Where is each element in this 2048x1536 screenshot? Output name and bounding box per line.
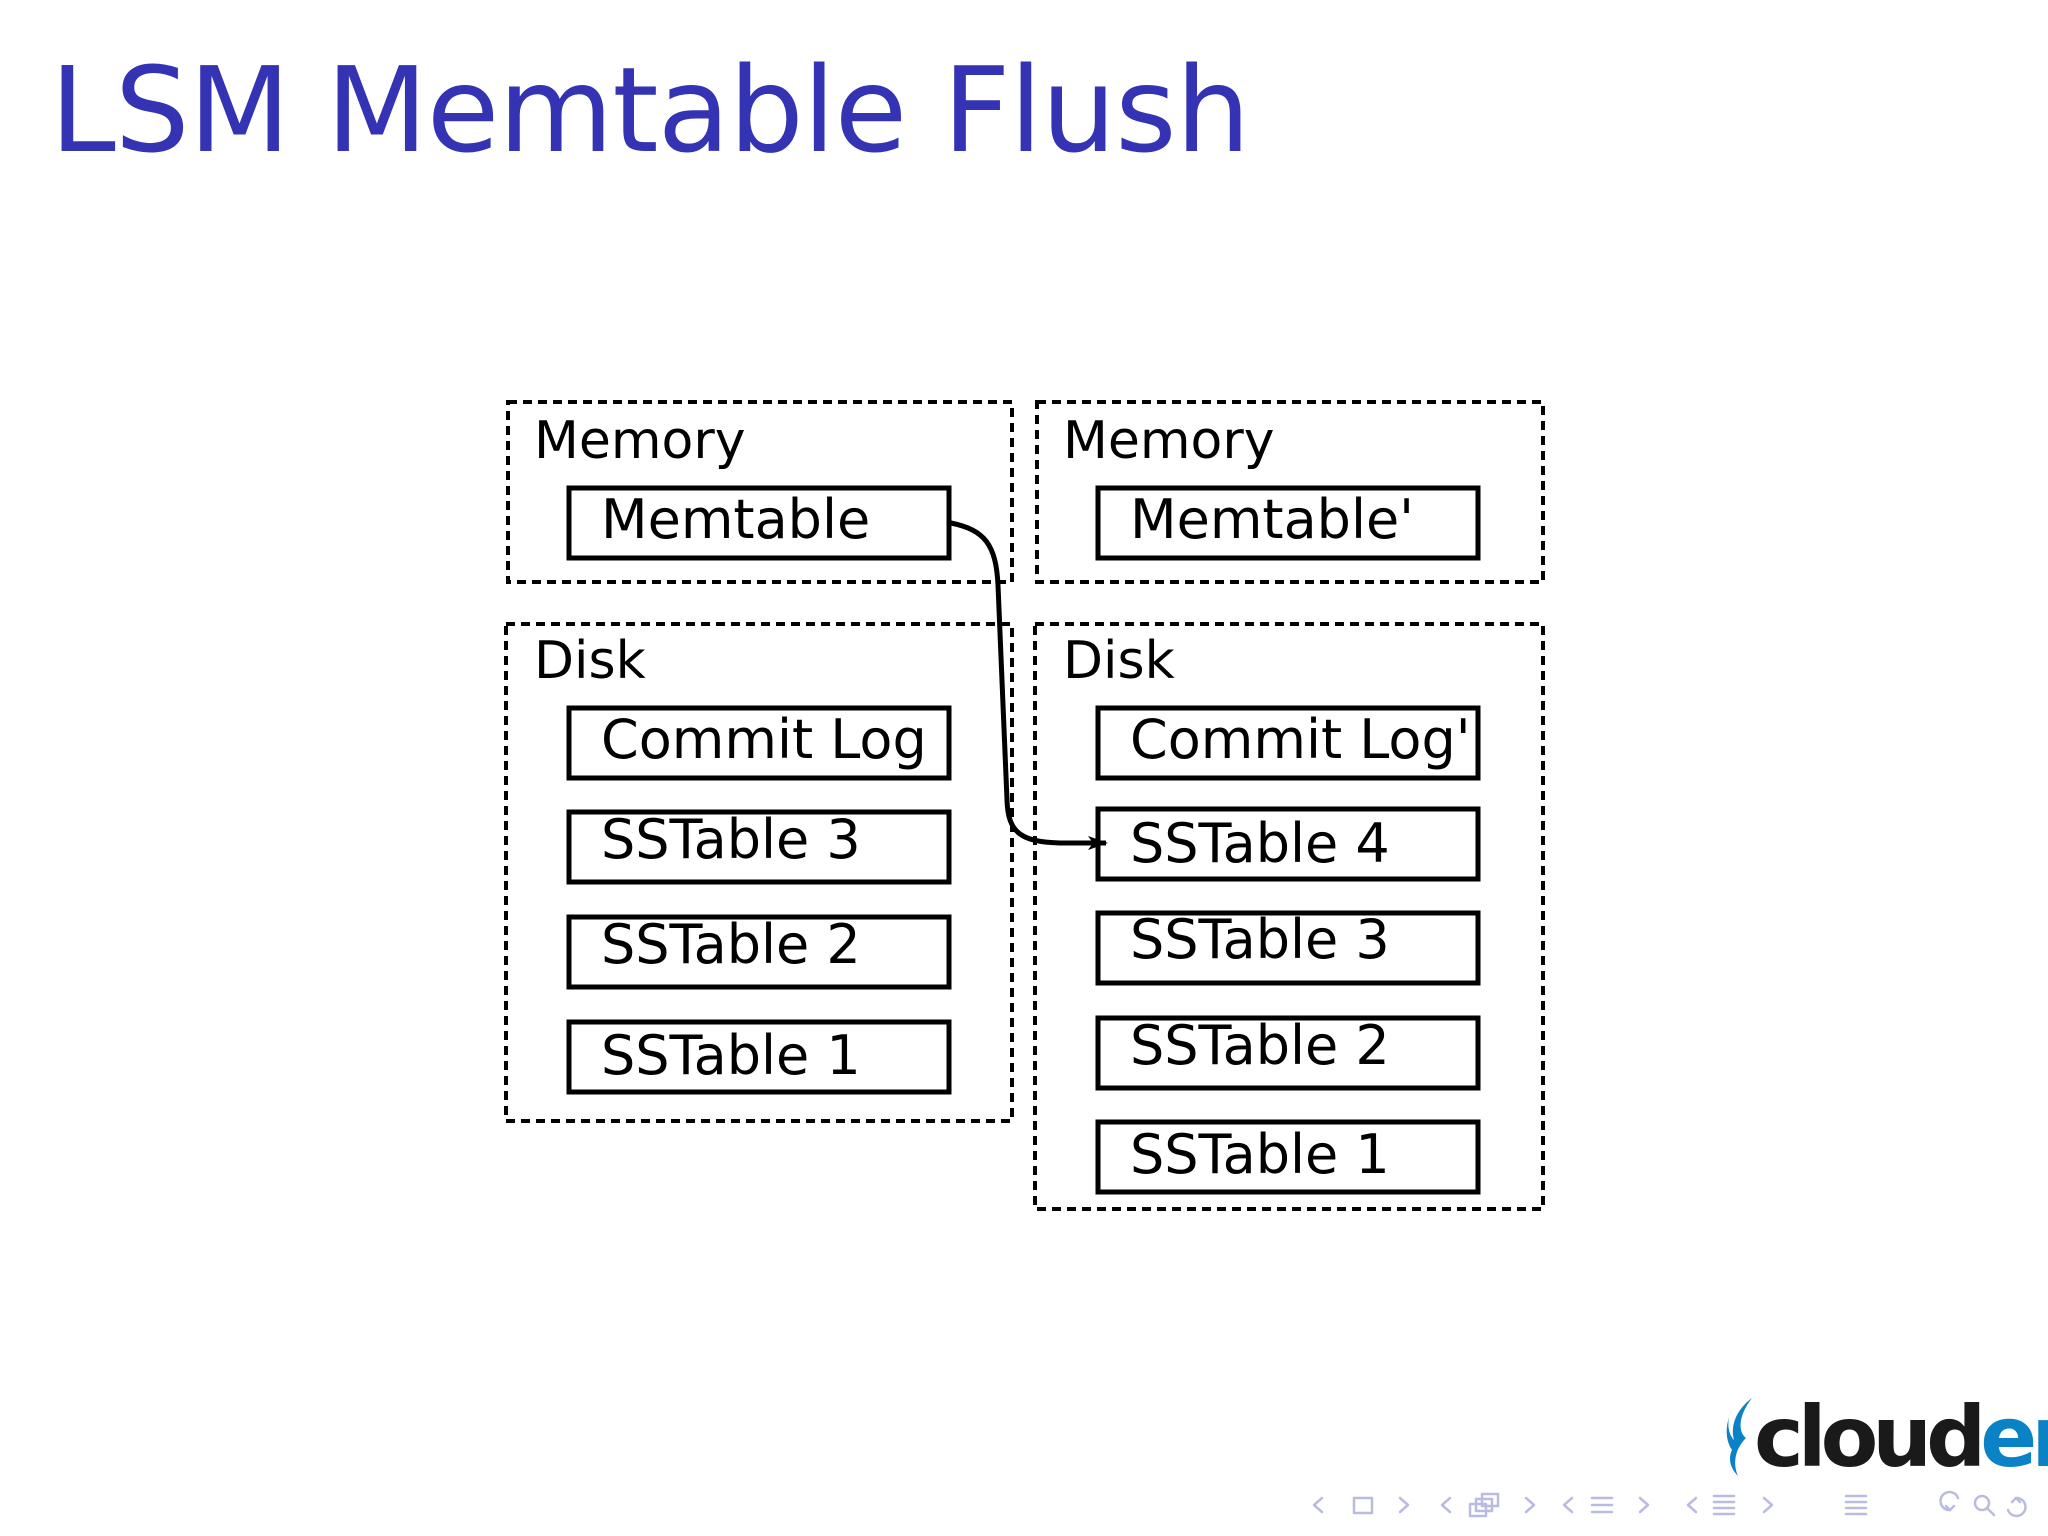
before-sstable-1-box: SSTable 1 — [566, 1019, 952, 1095]
beamer-section-nav-icon[interactable] — [1562, 1496, 1650, 1514]
after-sstable-3-box: SSTable 3 — [1095, 908, 1481, 986]
after-sstable-2-label: SSTable 2 — [1130, 1014, 1390, 1077]
cloudera-logo-text: cloudera — [1754, 1388, 2048, 1486]
before-sstable-2-label: SSTable 2 — [601, 913, 861, 976]
before-disk-region: Disk Commit Log SSTable 3 SSTable 2 SSTa… — [504, 622, 1014, 1123]
cloudera-logo: cloudera — [1718, 1388, 2048, 1486]
before-sstable-3-label: SSTable 3 — [601, 808, 861, 871]
after-sstable-1-box: SSTable 1 — [1095, 1119, 1481, 1195]
after-memory-region: Memory Memtable' — [1035, 400, 1545, 584]
after-sstable-4-box: SSTable 4 — [1095, 806, 1481, 882]
before-commit-log-label: Commit Log — [601, 708, 927, 771]
beamer-appendix-nav-icon[interactable] — [1844, 1494, 1868, 1516]
after-memory-label: Memory — [1063, 411, 1274, 471]
after-disk-region: Disk Commit Log' SSTable 4 SSTable 3 SST… — [1033, 622, 1545, 1211]
before-disk-label: Disk — [534, 631, 646, 691]
before-commit-log-box: Commit Log — [566, 705, 952, 781]
after-commit-log-box: Commit Log' — [1095, 705, 1481, 781]
before-sstable-1-label: SSTable 1 — [601, 1024, 861, 1087]
before-memory-region: Memory Memtable — [506, 400, 1014, 584]
after-memtable-box: Memtable' — [1095, 485, 1481, 561]
before-memory-label: Memory — [534, 411, 745, 471]
beamer-document-nav-icon[interactable] — [1686, 1494, 1774, 1516]
beamer-navigation-bar — [1312, 1490, 2027, 1518]
after-sstable-2-box: SSTable 2 — [1095, 1014, 1481, 1091]
beamer-frame-nav-icon[interactable] — [1312, 1496, 1410, 1515]
after-disk-label: Disk — [1063, 631, 1175, 691]
after-sstable-4-label: SSTable 4 — [1130, 812, 1390, 875]
slide-title: LSM Memtable Flush — [50, 41, 1250, 179]
before-sstable-2-box: SSTable 2 — [566, 913, 952, 990]
beamer-subsection-nav-icon[interactable] — [1440, 1492, 1536, 1518]
after-sstable-3-label: SSTable 3 — [1130, 908, 1390, 971]
after-sstable-1-label: SSTable 1 — [1130, 1123, 1390, 1186]
after-commit-log-label: Commit Log' — [1130, 708, 1471, 771]
before-sstable-3-box: SSTable 3 — [566, 808, 952, 885]
flush-arrow — [950, 520, 1108, 850]
beamer-search-icon[interactable] — [1939, 1490, 2027, 1518]
before-memtable-label: Memtable — [601, 488, 870, 551]
cloudera-wing-icon — [1726, 1398, 1752, 1476]
before-memtable-box: Memtable — [566, 485, 952, 561]
after-memtable-label: Memtable' — [1130, 488, 1414, 551]
